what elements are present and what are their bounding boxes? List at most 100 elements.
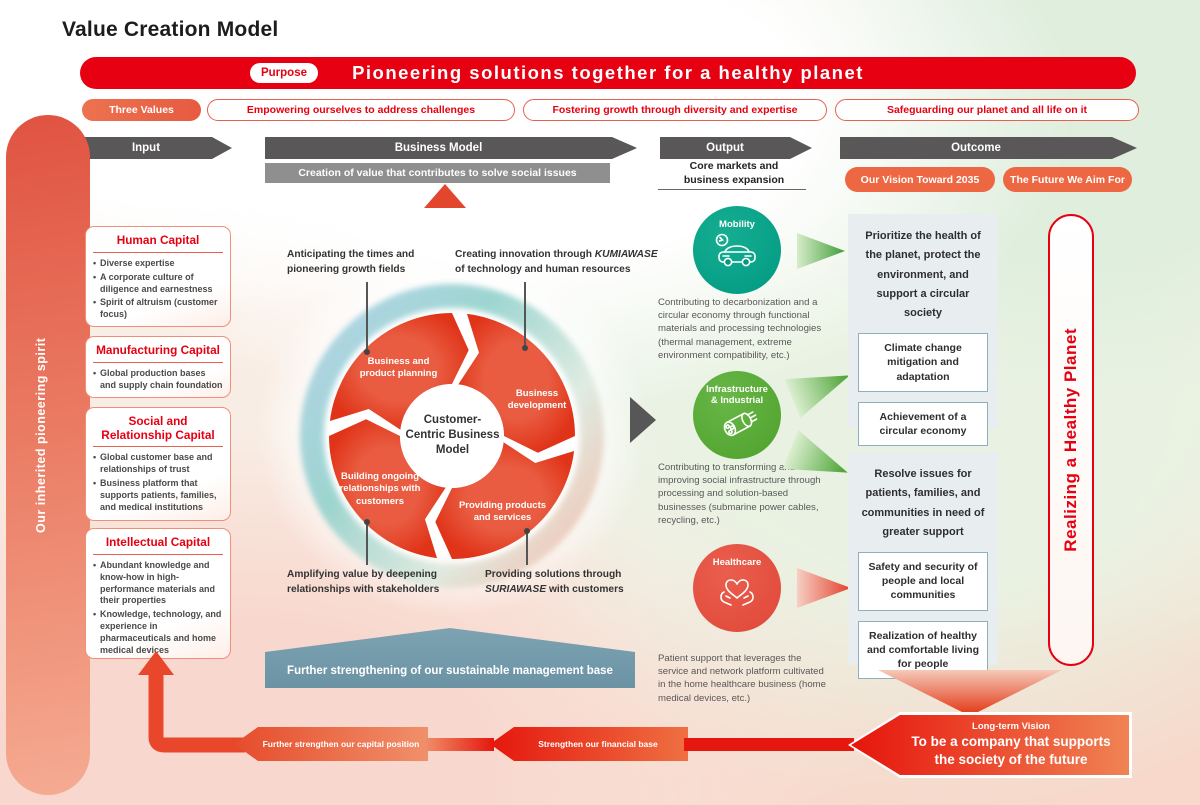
realizing-healthy-planet-banner: Realizing a Healthy Planet bbox=[1048, 214, 1094, 666]
cycle-arrow-segment bbox=[458, 313, 575, 453]
outcome-item: Realization of healthy and comfortable l… bbox=[858, 620, 988, 680]
business-model-subheader: Creation of value that contributes to so… bbox=[265, 163, 610, 183]
flow-header-business-model: Business Model bbox=[265, 137, 637, 159]
outcome-panel-title: Prioritize the health of the planet, pro… bbox=[865, 230, 981, 319]
watercolor-ring bbox=[300, 284, 604, 588]
output-subheader: Core markets and business expansion bbox=[683, 160, 785, 186]
flow-header-outcome: Outcome bbox=[840, 137, 1137, 159]
market-description-healthcare: Patient support that leverages the servi… bbox=[658, 653, 826, 704]
callout-line bbox=[526, 531, 528, 565]
output-arrow-green-up bbox=[784, 356, 857, 418]
cycle-callout-amplifying: Amplifying value by deepening relationsh… bbox=[287, 569, 440, 595]
pioneering-spirit-label: Our inherited pioneering spirit bbox=[34, 337, 48, 533]
arrow-connector bbox=[424, 738, 494, 751]
flow-header-input: Input bbox=[80, 137, 232, 159]
purpose-title: Pioneering solutions together for a heal… bbox=[352, 62, 864, 83]
capital-bullet: Spirit of altruism (customer focus) bbox=[93, 297, 223, 321]
business-model-to-output-arrow bbox=[630, 397, 656, 443]
capital-title: Social and Relationship Capital bbox=[93, 414, 223, 448]
market-description-infrastructure: Contributing to transforming and improvi… bbox=[658, 462, 821, 526]
capital-position-arrow: Further strengthen our capital position bbox=[234, 727, 428, 761]
purpose-banner: Pioneering solutions together for a heal… bbox=[80, 57, 1136, 89]
callout-line-2: SURIAWASE with customers bbox=[485, 583, 624, 598]
outcome-item: Achievement of a circular economy bbox=[858, 401, 988, 447]
callout-line-1: Creating innovation through KUMIAWASE bbox=[455, 248, 658, 263]
capital-title: Manufacturing Capital bbox=[93, 343, 223, 363]
market-name: Healthcare bbox=[712, 557, 762, 568]
cycle-arrow-segment bbox=[329, 419, 446, 559]
cycle-arrow-segment bbox=[329, 313, 469, 430]
outcome-button-vision-2035: Our Vision Toward 2035 bbox=[845, 167, 995, 192]
business-model-cycle-diagram bbox=[300, 284, 604, 588]
callout-line bbox=[524, 282, 526, 346]
financial-base-arrow: Strengthen our financial base bbox=[490, 727, 688, 761]
capital-title: Intellectual Capital bbox=[93, 535, 223, 555]
callout-dot bbox=[524, 528, 530, 534]
capital-title: Human Capital bbox=[93, 233, 223, 253]
callout-line-1: Providing solutions through bbox=[485, 569, 622, 580]
callout-text-part: Creating innovation through bbox=[455, 249, 595, 260]
sustainable-base-banner: Further strengthening of our sustainable… bbox=[265, 628, 635, 688]
cycle-to-bar-arrow bbox=[424, 184, 466, 208]
cycle-segment-label: Business development bbox=[507, 388, 567, 412]
outcome-item: Climate change mitigation and adaptation bbox=[858, 333, 988, 392]
capital-bullet: Global production bases and supply chain… bbox=[93, 368, 223, 392]
capital-feedback-arrow bbox=[138, 651, 245, 753]
realizing-healthy-planet-label: Realizing a Healthy Planet bbox=[1061, 328, 1080, 552]
callout-text-part: with customers bbox=[546, 583, 624, 595]
output-arrow-red bbox=[797, 568, 851, 608]
callout-line bbox=[366, 282, 368, 350]
callout-dot bbox=[522, 345, 528, 351]
cycle-segment-label: Providing products and services bbox=[458, 500, 547, 524]
long-term-vision-inner: Long-term Vision To be a company that su… bbox=[851, 715, 1129, 775]
output-arrow-green bbox=[797, 233, 845, 269]
cycle-segment-label: Business and product planning bbox=[359, 356, 438, 380]
long-term-vision-title: To be a company that supports the societ… bbox=[911, 734, 1111, 767]
car-icon bbox=[715, 234, 756, 267]
pioneering-spirit-band bbox=[6, 115, 90, 795]
capital-bullet: A corporate culture of diligence and ear… bbox=[93, 272, 223, 296]
value-pill-2: Fostering growth through diversity and e… bbox=[523, 99, 827, 121]
capital-bullet: Diverse expertise bbox=[93, 258, 223, 270]
outcome-to-vision-arrow bbox=[878, 670, 1062, 716]
cycle-center-label: Customer-Centric Business Model bbox=[405, 414, 500, 456]
callout-line-2: of technology and human resources bbox=[455, 263, 631, 275]
cycle-callout-kumiawase: Creating innovation through KUMIAWASE of… bbox=[455, 248, 658, 278]
value-pill-1: Empowering ourselves to address challeng… bbox=[207, 99, 515, 121]
outcome-button-future: The Future We Aim For bbox=[1003, 167, 1132, 192]
outcome-panel-planet: Prioritize the health of the planet, pro… bbox=[848, 214, 998, 447]
arrow-connector bbox=[684, 738, 854, 751]
capital-bullet: Global customer base and relationships o… bbox=[93, 452, 223, 476]
capital-box-manufacturing: Manufacturing Capital Global production … bbox=[85, 336, 231, 398]
cable-icon bbox=[723, 411, 758, 436]
heart-hands-icon bbox=[720, 579, 754, 607]
cycle-arrow-segment bbox=[435, 442, 575, 559]
cycle-callout-suriawase: Providing solutions through SURIAWASE wi… bbox=[485, 568, 624, 598]
callout-dot bbox=[364, 349, 370, 355]
value-pill-3: Safeguarding our planet and all life on … bbox=[835, 99, 1139, 121]
market-circle-healthcare: Healthcare bbox=[693, 544, 781, 632]
three-values-label: Three Values bbox=[82, 99, 201, 121]
capital-box-human: Human Capital Diverse expertise A corpor… bbox=[85, 226, 231, 327]
callout-text-italic: SURIAWASE bbox=[485, 583, 547, 595]
outcome-panel-people: Resolve issues for patients, families, a… bbox=[848, 452, 998, 680]
callout-text-italic: KUMIAWASE bbox=[594, 249, 658, 260]
capital-bullet: Knowledge, technology, and experience in… bbox=[93, 609, 223, 657]
page-title: Value Creation Model bbox=[62, 18, 279, 41]
callout-line bbox=[366, 522, 368, 565]
capital-box-social: Social and Relationship Capital Global c… bbox=[85, 407, 231, 521]
market-name: Infrastructure & Industrial bbox=[706, 384, 768, 407]
cycle-center-circle bbox=[400, 384, 504, 488]
cycle-callout-anticipating: Anticipating the times and pioneering gr… bbox=[287, 249, 415, 275]
capital-box-intellectual: Intellectual Capital Abundant knowledge … bbox=[85, 528, 231, 659]
market-description-mobility: Contributing to decarbonization and a ci… bbox=[658, 297, 822, 361]
flow-header-output: Output bbox=[660, 137, 812, 159]
capital-bullet: Abundant knowledge and know-how in high-… bbox=[93, 560, 223, 608]
market-circle-infrastructure: Infrastructure & Industrial bbox=[693, 371, 781, 459]
callout-dot bbox=[364, 519, 370, 525]
capital-bullet: Business platform that supports patients… bbox=[93, 478, 223, 514]
outcome-item: Safety and security of people and local … bbox=[858, 552, 988, 611]
long-term-vision-box: Long-term Vision To be a company that su… bbox=[848, 712, 1132, 778]
cycle-segment-label: Building ongoing relationships with cust… bbox=[339, 471, 421, 507]
